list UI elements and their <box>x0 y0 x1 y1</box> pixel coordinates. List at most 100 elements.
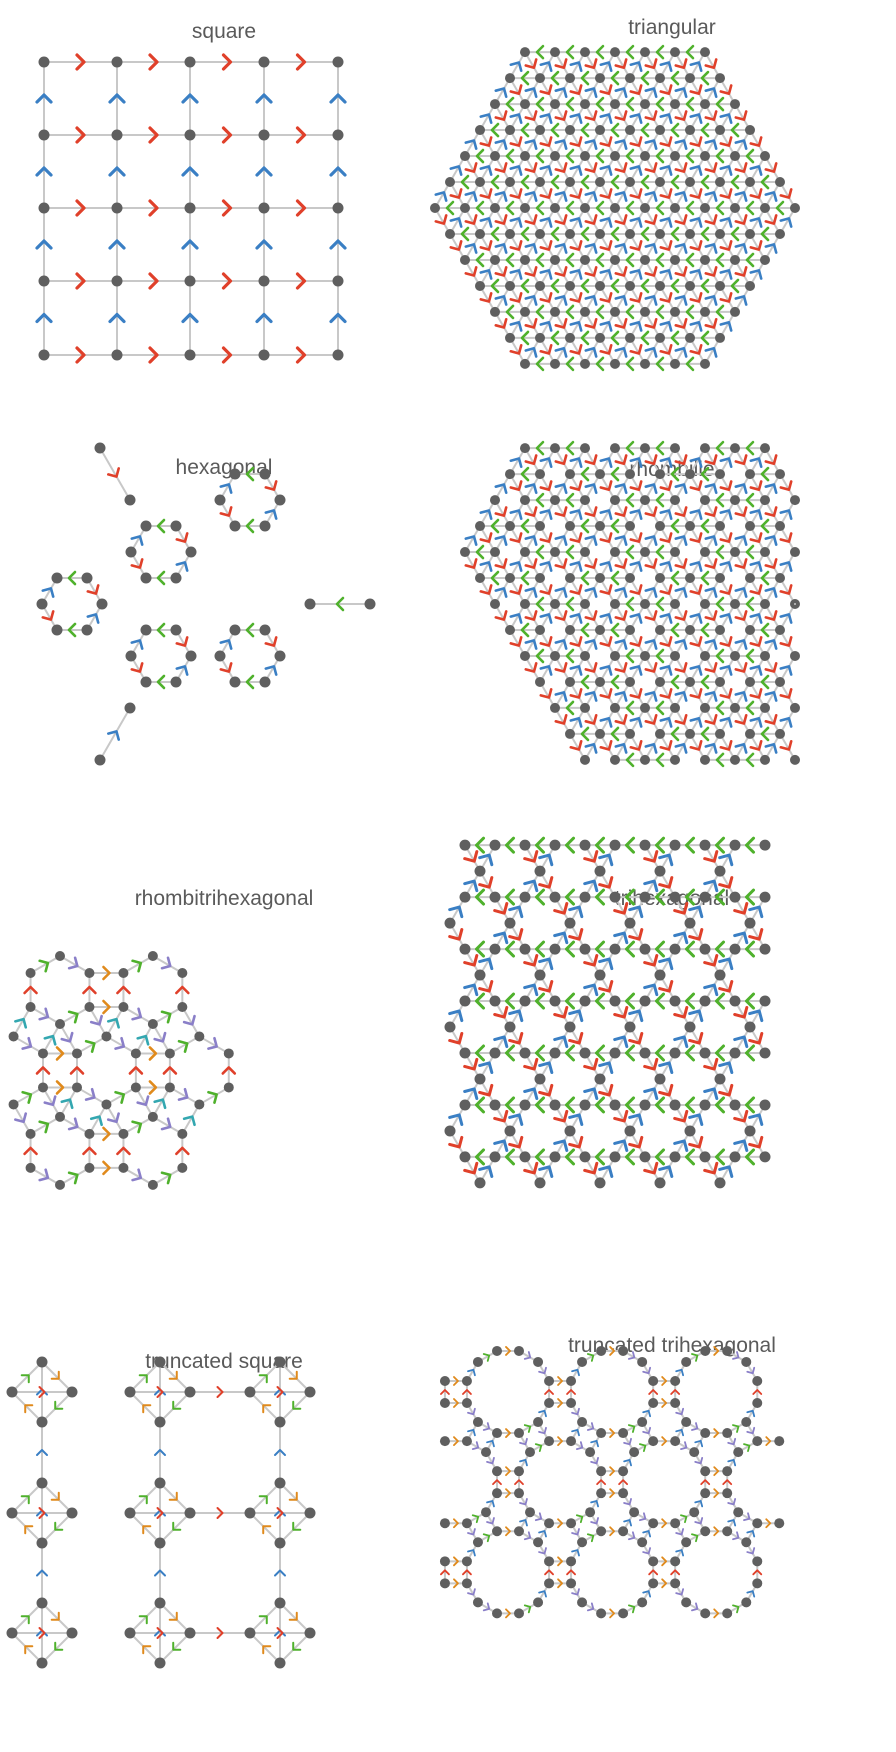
edge-arrow <box>520 278 530 294</box>
vertex <box>84 968 95 978</box>
edge <box>129 1632 161 1664</box>
edge <box>629 706 646 735</box>
vertex <box>624 1021 636 1033</box>
edge-arrow <box>479 240 493 251</box>
edge-arrow <box>535 888 545 906</box>
truncated-trihexagonal-lattice <box>439 1345 785 1619</box>
edge-arrow <box>764 639 778 650</box>
edge-arrow <box>644 587 658 598</box>
edge-arrow <box>694 1456 704 1465</box>
vertex <box>715 676 725 687</box>
edge-arrow <box>445 200 455 216</box>
edge-arrow <box>749 509 763 520</box>
edge-arrow <box>704 191 718 202</box>
vertex <box>535 624 545 635</box>
edge-arrow <box>715 700 725 716</box>
vertex <box>444 1125 456 1137</box>
edge-arrow <box>584 714 598 725</box>
vertex <box>164 1048 175 1059</box>
edge-arrow <box>464 191 478 202</box>
edge-arrow <box>745 1096 755 1114</box>
edge-arrow <box>505 148 515 164</box>
edge-arrow <box>655 1096 665 1114</box>
edge-arrow <box>86 584 100 595</box>
vertex <box>566 1436 577 1447</box>
edge-arrow <box>715 752 725 768</box>
vertex <box>564 1125 576 1137</box>
edge-arrow <box>691 1602 699 1612</box>
edge-arrow <box>746 1366 756 1375</box>
edge-arrow <box>434 214 448 225</box>
edge <box>584 258 601 287</box>
vertex <box>759 943 771 955</box>
edge-arrow <box>448 1009 464 1023</box>
edge-arrow <box>519 1437 528 1446</box>
edge-arrow <box>84 1087 96 1101</box>
edge-arrow <box>760 570 770 586</box>
edge-arrow <box>23 985 38 995</box>
vertex <box>640 151 650 162</box>
vertex <box>565 676 575 687</box>
edge-arrow <box>673 1139 689 1152</box>
vertex <box>610 443 620 454</box>
edge-arrow <box>467 1407 476 1416</box>
edge-arrow <box>453 1556 459 1567</box>
vertex <box>519 995 531 1007</box>
edge-arrow <box>734 535 748 546</box>
vertex <box>595 624 605 635</box>
edge-arrow <box>655 440 665 456</box>
edge-arrow <box>638 1512 647 1522</box>
edge-arrow <box>745 888 755 906</box>
edge-arrow <box>614 139 628 150</box>
edge-arrow <box>749 688 763 699</box>
edge-arrow <box>609 1428 616 1438</box>
edge-arrow <box>523 1087 539 1101</box>
edge-arrow <box>629 584 643 595</box>
edge-arrow <box>258 1615 268 1625</box>
edge <box>11 1602 43 1634</box>
vertex <box>760 254 770 265</box>
edge-arrow <box>583 879 599 893</box>
edge-arrow <box>520 518 530 534</box>
vertex <box>681 1597 692 1608</box>
edge-arrow <box>219 639 233 650</box>
edge-arrow <box>479 584 493 595</box>
vertex <box>595 177 605 188</box>
edge-arrow <box>274 1449 286 1456</box>
edge <box>151 955 184 974</box>
edge-arrow <box>440 1569 450 1576</box>
edge-arrow <box>674 639 688 650</box>
edge-arrow <box>535 836 545 854</box>
edge-arrow <box>614 318 628 329</box>
edge-arrow <box>21 1036 33 1050</box>
vertex <box>654 1073 666 1085</box>
edge-arrow <box>670 278 680 294</box>
vertex <box>640 203 650 213</box>
vertex <box>525 1447 535 1458</box>
edge-arrow <box>584 139 598 150</box>
vertex <box>566 1376 577 1386</box>
vertex <box>550 443 560 454</box>
vertex <box>229 624 241 636</box>
edge <box>249 1391 281 1423</box>
edge-arrow <box>730 226 740 242</box>
edge-arrow <box>55 1080 65 1095</box>
vertex <box>759 1151 771 1163</box>
edge-arrow <box>629 457 643 469</box>
edge <box>569 258 586 287</box>
edge <box>76 1086 108 1106</box>
edge-arrow <box>565 888 575 906</box>
edge-arrow <box>160 1010 172 1024</box>
edge-arrow <box>598 1061 614 1075</box>
edge-arrow <box>659 84 673 95</box>
edge-arrow <box>524 110 538 121</box>
edge-arrow <box>584 742 598 754</box>
vertex <box>648 1556 659 1567</box>
edge-arrow <box>131 1007 143 1021</box>
edge-arrow <box>609 1526 616 1537</box>
vertex <box>565 280 575 291</box>
edge-arrow <box>703 954 719 967</box>
edge-arrow <box>659 532 673 543</box>
vertex <box>655 280 665 291</box>
edge-arrow <box>568 1135 584 1149</box>
